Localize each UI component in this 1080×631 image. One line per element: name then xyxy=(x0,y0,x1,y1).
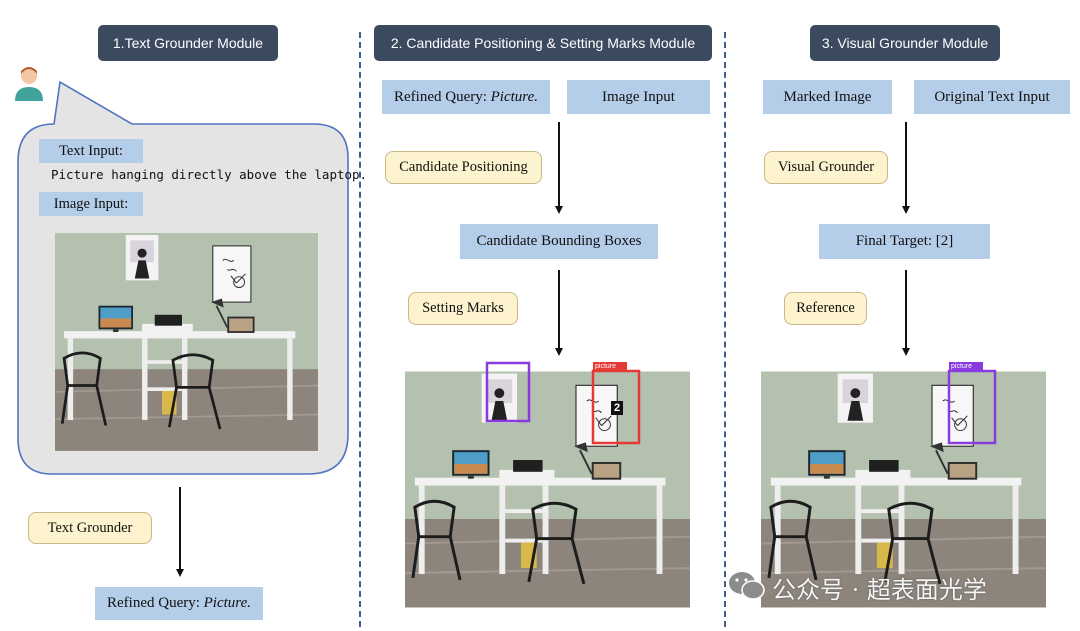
room-scene xyxy=(405,361,690,610)
wechat-icon xyxy=(729,572,765,600)
user-avatar-icon xyxy=(15,67,43,101)
candidate-bounding-boxes: Candidate Bounding Boxes xyxy=(460,224,658,259)
picture-tag: picture xyxy=(595,363,617,370)
arrowhead-right-top xyxy=(902,206,910,214)
picture-tag-bg xyxy=(949,362,983,372)
refined-query-prefix: Refined Query: xyxy=(107,595,204,611)
arrow-to-final-target xyxy=(905,122,907,206)
image-input-box: Image Input xyxy=(567,80,710,114)
arrowhead-right-bottom xyxy=(902,348,910,356)
marked-image-middle: picture 2 xyxy=(405,361,690,618)
visual-grounder-module-header: 3. Visual Grounder Module xyxy=(810,25,1000,61)
watermark: 公众号 · 超表面光学 xyxy=(772,576,987,604)
final-target-box: Final Target: [2] xyxy=(819,224,990,259)
mark-number: 2 xyxy=(613,402,621,414)
marked-image-box: Marked Image xyxy=(763,80,892,114)
room-scene xyxy=(761,362,1046,610)
arrow-to-refined-query xyxy=(179,487,181,569)
divider-right xyxy=(724,32,726,627)
arrow-to-reference-image xyxy=(905,270,907,348)
refined-query-left: Refined Query: Picture. xyxy=(95,587,263,620)
reference-image: picture xyxy=(761,361,1046,618)
arrow-to-marked-image xyxy=(558,270,560,348)
original-text-input-box: Original Text Input xyxy=(914,80,1070,114)
candidate-module-header: 2. Candidate Positioning & Setting Marks… xyxy=(374,25,712,61)
visual-grounder-box: Visual Grounder xyxy=(764,151,888,184)
arrowhead-mid-top xyxy=(555,206,563,214)
input-room-image xyxy=(55,231,318,453)
picture-tag-bg xyxy=(593,362,627,372)
arrow-to-candidate-boxes xyxy=(558,122,560,206)
mark-number-bg xyxy=(611,401,623,415)
divider-left xyxy=(359,32,361,627)
text-grounder-module-header: 1.Text Grounder Module xyxy=(98,25,278,61)
reference-box: Reference xyxy=(784,292,867,325)
candidate-positioning-box: Candidate Positioning xyxy=(385,151,542,184)
query-text: Picture hanging directly above the lapto… xyxy=(51,167,368,182)
refined-query-value: Picture. xyxy=(490,88,538,105)
refined-query-value: Picture. xyxy=(203,595,251,611)
refined-query-middle: Refined Query: Picture. xyxy=(382,80,550,114)
refined-query-prefix: Refined Query: xyxy=(394,88,491,105)
image-input-label: Image Input: xyxy=(39,192,143,216)
setting-marks-box: Setting Marks xyxy=(408,292,518,325)
arrowhead-mid-bottom xyxy=(555,348,563,356)
text-input-label: Text Input: xyxy=(39,139,143,163)
picture-tag: picture xyxy=(951,363,973,370)
candidate-box-1 xyxy=(485,361,531,423)
arrowhead-left xyxy=(176,569,184,577)
text-grounder-box: Text Grounder xyxy=(28,512,152,544)
